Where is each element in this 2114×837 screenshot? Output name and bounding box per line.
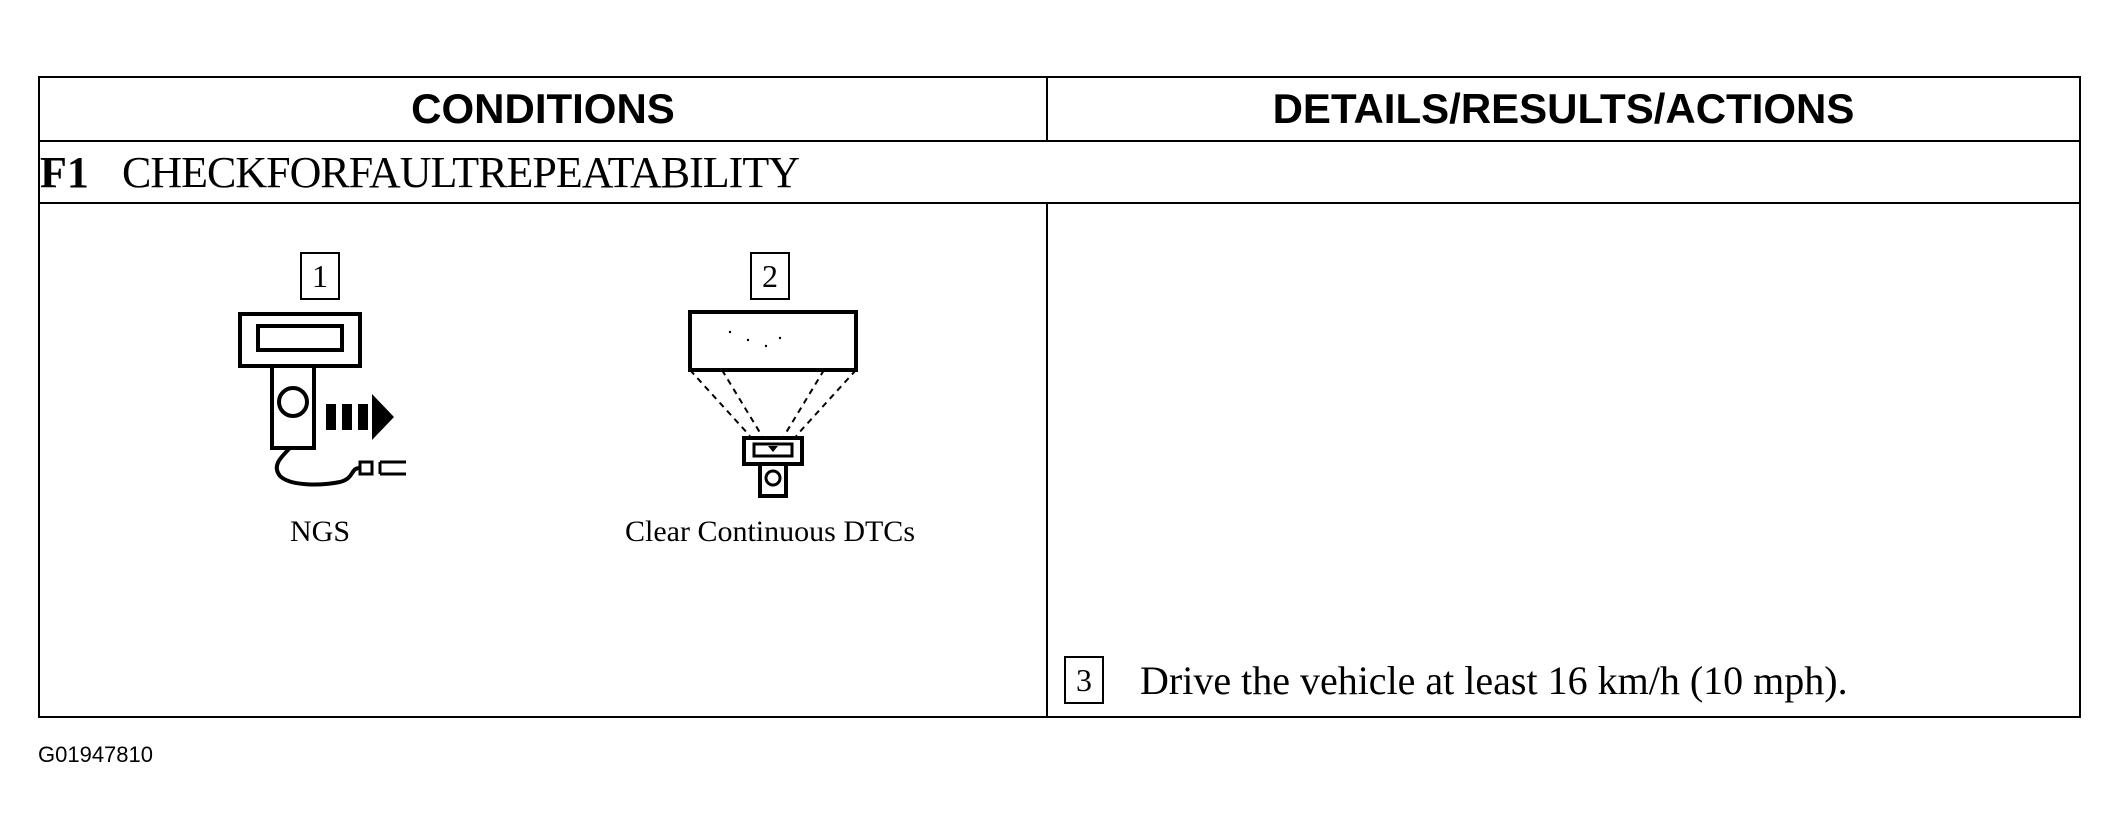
- step-title-cell: F1 CHECKFORFAULTREPEATABILITY: [38, 140, 2081, 204]
- conditions-header: CONDITIONS: [38, 76, 1048, 142]
- figure-id: G01947810: [38, 742, 153, 767]
- condition-caption-1: NGS: [289, 515, 350, 548]
- step-id: F1: [40, 147, 89, 197]
- diagnostic-step-table: CONDITIONS DETAILS/RESULTS/ACTIONS F1 CHE…: [38, 76, 2081, 718]
- ngs-scan-tool-icon: [238, 312, 406, 487]
- details-header: DETAILS/RESULTS/ACTIONS: [1046, 76, 2081, 142]
- action-item-3: 3 Drive the vehicle at least 16 km/h (10…: [1064, 656, 1848, 704]
- action-text: Drive the vehicle at least 16 km/h (10 m…: [1140, 657, 1848, 703]
- step-body-row: 1: [38, 202, 2081, 718]
- header-row: CONDITIONS DETAILS/RESULTS/ACTIONS: [38, 76, 2081, 142]
- details-cell: 3 Drive the vehicle at least 16 km/h (10…: [1046, 202, 2081, 718]
- condition-figure-2: 2: [620, 252, 920, 549]
- action-number-3: 3: [1064, 656, 1104, 704]
- step-row: F1 CHECKFORFAULTREPEATABILITY: [38, 140, 2081, 204]
- clear-dtcs-scan-tool-icon: [688, 310, 858, 498]
- step-title: CHECKFORFAULTREPEATABILITY: [122, 147, 800, 197]
- conditions-cell: 1: [38, 202, 1048, 718]
- condition-number-2: 2: [750, 252, 790, 300]
- condition-figure-1: 1: [170, 252, 470, 549]
- condition-number-1: 1: [300, 252, 340, 300]
- condition-caption-2: Clear Continuous DTCs: [625, 515, 915, 548]
